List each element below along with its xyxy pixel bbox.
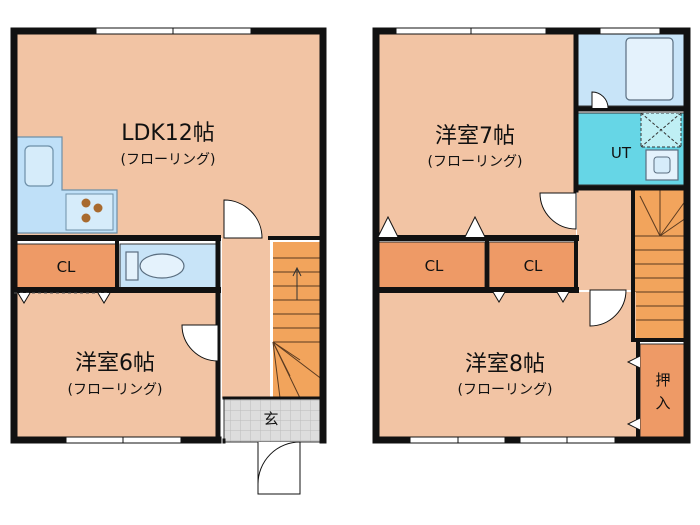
doors-floor2 xyxy=(377,91,641,431)
room-7-flooring: (フローリング) xyxy=(428,154,523,170)
closet-floor2-right-label: CL xyxy=(524,257,543,275)
toilet-tank xyxy=(125,251,139,281)
windows-floor1 xyxy=(65,27,252,444)
hallway-floor2 xyxy=(577,190,631,290)
stair-treads xyxy=(272,257,324,399)
entrance-label: 玄 xyxy=(263,410,278,428)
floor-2: 洋室7帖 (フローリング) UT CL CL 洋室8帖 (フローリング) 押 入 xyxy=(372,27,691,444)
hallway-floor1 xyxy=(222,238,270,398)
oshiire-label-bottom: 入 xyxy=(655,394,670,412)
doors-floor1 xyxy=(14,199,301,495)
room-8-flooring: (フローリング) xyxy=(458,382,553,398)
toilet-bowl xyxy=(139,253,185,279)
stairs-floor1 xyxy=(273,242,323,398)
room-6-jo xyxy=(14,293,218,440)
closet-floor1 xyxy=(13,243,118,289)
burner-icon xyxy=(93,203,103,213)
room-8-name: 洋室8帖 xyxy=(465,352,545,377)
bathtub xyxy=(625,37,674,101)
burner-icon xyxy=(81,213,91,223)
closet-floor2-right xyxy=(488,241,577,289)
room-7-name: 洋室7帖 xyxy=(435,124,515,149)
burner-icon xyxy=(81,198,91,208)
room-6-flooring: (フローリング) xyxy=(68,382,163,398)
stair-arrow xyxy=(292,266,302,300)
ldk-name: LDK12帖 xyxy=(121,121,215,146)
washer-cross xyxy=(640,112,682,148)
stove xyxy=(65,193,114,231)
closet-floor1-label: CL xyxy=(57,258,76,276)
room-6-name: 洋室6帖 xyxy=(75,351,155,376)
kitchen-sink xyxy=(24,145,54,187)
oshiire-closet xyxy=(639,343,687,441)
floor-1: LDK12帖 (フローリング) CL 洋室6帖 (フローリング) 玄 xyxy=(10,27,327,495)
closet-floor2-left-label: CL xyxy=(425,257,444,275)
oshiire-label-top: 押 xyxy=(655,371,670,389)
ldk-flooring: (フローリング) xyxy=(121,152,216,168)
windows-floor2 xyxy=(395,27,661,444)
wash-basin-bowl xyxy=(653,156,671,174)
utility-label: UT xyxy=(611,144,632,162)
stair-treads-2 xyxy=(635,190,687,321)
